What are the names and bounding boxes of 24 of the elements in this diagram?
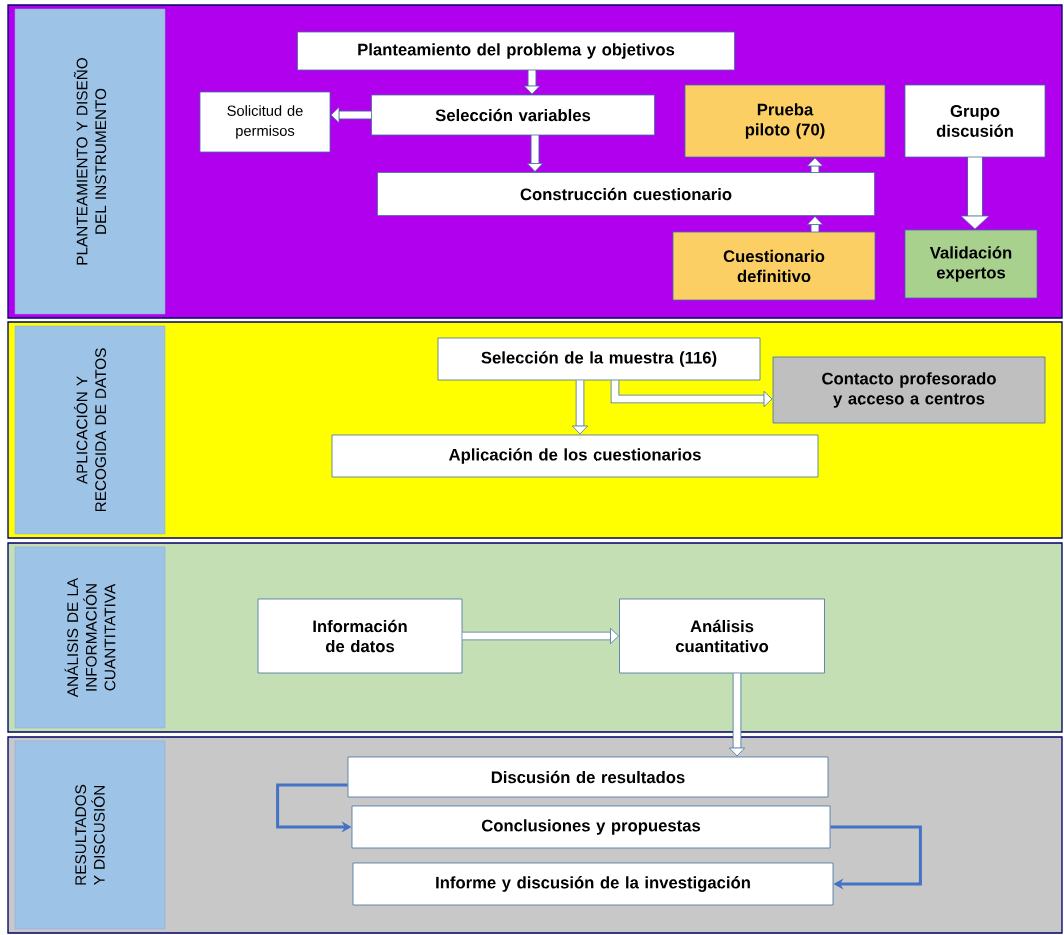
side-label: RESULTADOS Y DISCUSIÓN <box>14 740 166 930</box>
arrow <box>960 157 990 230</box>
side-label: APLICACIÓN Y RECOGIDA DE DATOS <box>14 325 166 535</box>
process-box: Aplicación de los cuestionarios <box>331 434 819 478</box>
process-box: Validación expertos <box>904 229 1038 299</box>
process-box: Selección variables <box>371 94 655 136</box>
process-box: Planteamiento del problema y objetivos <box>297 31 735 71</box>
arrow <box>330 106 372 124</box>
process-box: Selección de la muestra (116) <box>437 337 761 381</box>
process-box: Informe y discusión de la investigación <box>352 862 834 906</box>
process-box: Prueba piloto (70) <box>684 84 886 158</box>
process-box: Información de datos <box>257 598 463 674</box>
process-box: Análisis cuantitativo <box>619 598 825 674</box>
process-box: Grupo discusión <box>904 84 1046 158</box>
arrow <box>830 825 922 890</box>
side-label: PLANTEAMIENTO Y DISEÑO DEL INSTRUMENTO <box>14 8 166 315</box>
process-box: Cuestionario definitivo <box>672 231 876 301</box>
process-box: Conclusiones y propuestas <box>351 805 831 849</box>
process-box: Solicitud de permisos <box>199 91 331 153</box>
side-label: ANÁLISIS DE LA INFORMACIÓN CUANTITATIVA <box>14 546 166 729</box>
process-box: Discusión de resultados <box>347 756 829 798</box>
process-box: Construcción cuestionario <box>377 172 875 216</box>
arrow <box>806 157 824 173</box>
process-box: Contacto profesorado y acceso a centros <box>772 356 1046 424</box>
